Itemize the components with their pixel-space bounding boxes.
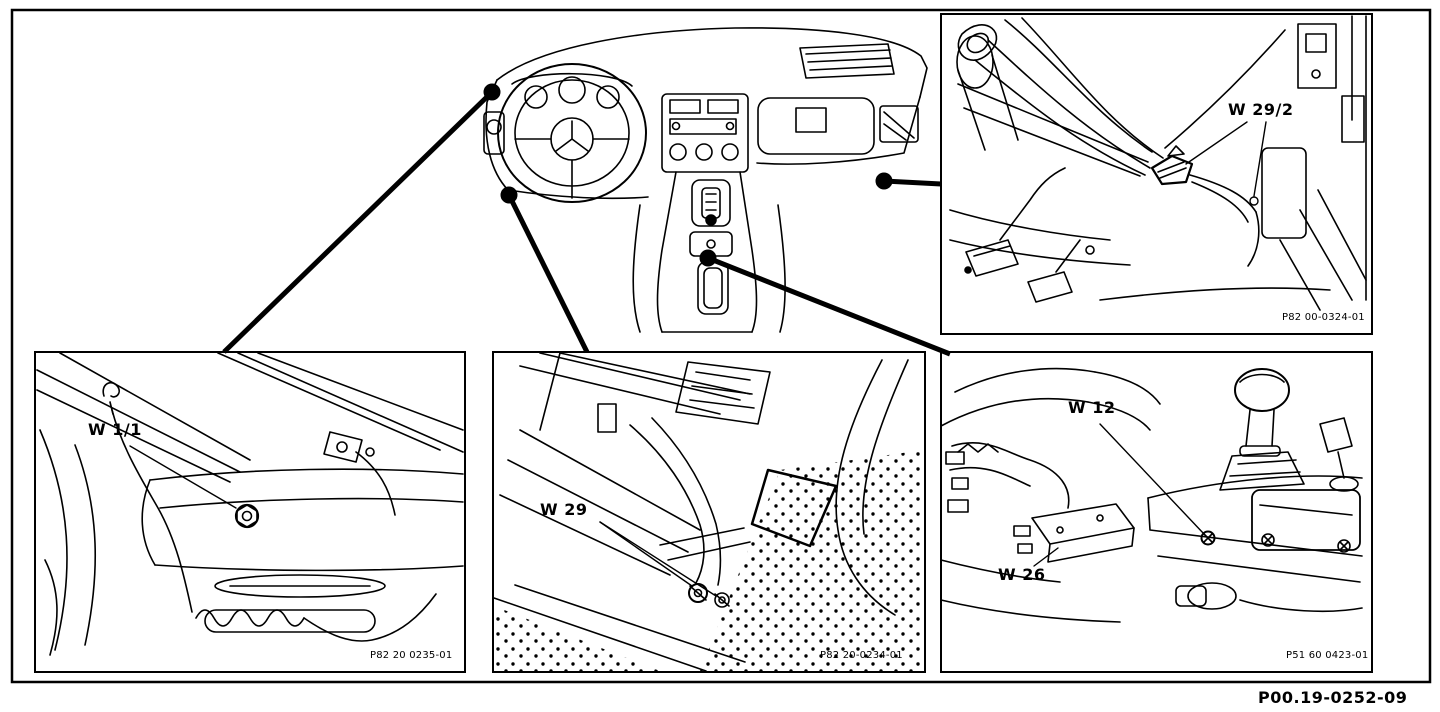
ground-label-w29-2: W 29/2: [1228, 100, 1294, 119]
ground-label-w12: W 12: [1068, 398, 1116, 417]
detail-top-right-art: [949, 15, 1367, 311]
image-ref-bottom-center: P82 20-0234-01: [820, 650, 903, 661]
image-ref-bottom-left: P82 20 0235-01: [370, 650, 453, 661]
detail-bottom-center-art: [493, 352, 924, 672]
detail-bottom-right-art: [940, 367, 1363, 623]
image-ref-bottom-right: P51 60 0423-01: [1286, 650, 1369, 661]
ground-label-w26: W 26: [998, 565, 1046, 584]
image-ref-top-right: P82 00-0324-01: [1282, 312, 1365, 323]
detail-bottom-left-art: [36, 352, 464, 656]
dashboard-overview-art: [483, 27, 928, 333]
figure-id: P00.19-0252-09: [1258, 688, 1408, 707]
ground-label-w29: W 29: [540, 500, 588, 519]
outer-border: [10, 8, 1432, 684]
ground-label-w1-1: W 1/1: [88, 420, 142, 439]
callout-leader-lines: [222, 83, 951, 357]
